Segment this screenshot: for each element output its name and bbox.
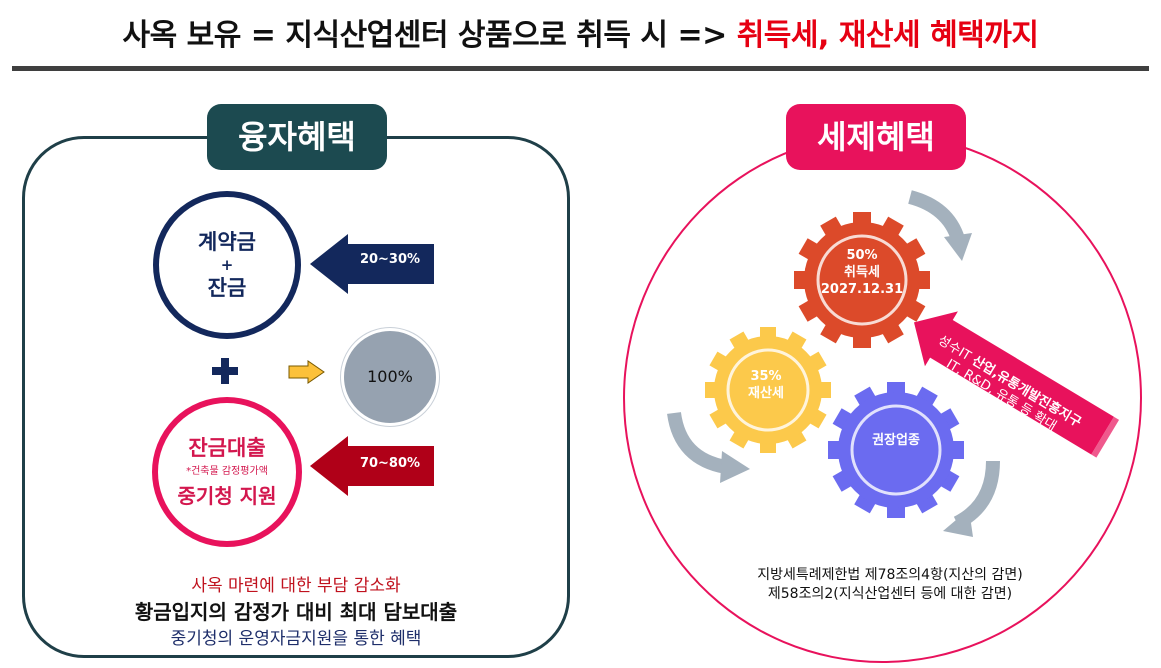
acquisition-tax-text: 50% 취득세 2027.12.31 xyxy=(810,247,914,298)
deposit-label: 계약금 xyxy=(198,230,256,254)
gear-icon-acquisition xyxy=(794,212,930,348)
deposit-circle: 계약금 + 잔금 xyxy=(153,191,301,339)
gear-icon-industry xyxy=(828,382,964,518)
right-arrow-icon xyxy=(288,360,325,384)
property-tax-text: 35% 재산세 xyxy=(726,368,806,402)
law-line-1: 지방세특례제한법 제78조의4항(지산의 감면) xyxy=(757,567,1023,583)
law-line-2: 제58조의2(지식산업센터 등에 대한 감면) xyxy=(767,586,1013,602)
header-divider xyxy=(12,66,1149,71)
curved-arrow-icon xyxy=(908,190,972,261)
acquisition-tax-rate: 50% xyxy=(846,248,878,263)
loan-note: *건축물 감정평가액 xyxy=(186,466,268,477)
industry-text: 권장업종 xyxy=(846,432,946,449)
loan-label: 잔금대출 xyxy=(188,436,266,460)
tax-tab: 세제혜택 xyxy=(786,104,966,170)
total-circle: 100% xyxy=(341,328,439,426)
finance-panel xyxy=(22,136,570,658)
acquisition-tax-label: 취득세 xyxy=(844,265,880,280)
loan-arrow-icon xyxy=(310,436,434,496)
curved-arrow-icon xyxy=(943,460,1000,537)
deposit-arrow-label: 20~30% xyxy=(359,252,421,267)
caption-line-1: 사옥 마련에 대한 부담 감소화 xyxy=(191,576,401,596)
property-tax-label: 재산세 xyxy=(748,386,784,401)
acquisition-tax-deadline: 2027.12.31 xyxy=(820,282,904,297)
title-main: 사옥 보유 = 지식산업센터 상품으로 취득 시 => xyxy=(122,18,737,53)
deposit-plus: + xyxy=(220,256,234,274)
page-title: 사옥 보유 = 지식산업센터 상품으로 취득 시 => 취득세, 재산세 혜택까… xyxy=(0,10,1161,54)
curved-arrow-icon xyxy=(667,411,750,483)
loan-support-label: 중기청 지원 xyxy=(177,484,277,508)
loan-arrow-label: 70~80% xyxy=(359,456,421,471)
title-highlight: 취득세, 재산세 혜택까지 xyxy=(736,18,1039,53)
deposit-arrow-icon xyxy=(310,234,434,294)
plus-icon xyxy=(212,358,238,384)
loan-circle: 잔금대출 *건축물 감정평가액 중기청 지원 xyxy=(152,397,302,547)
industry-label: 권장업종 xyxy=(872,433,920,448)
finance-tab: 융자혜택 xyxy=(207,104,387,170)
caption-line-3: 중기청의 운영자금지원을 통한 혜택 xyxy=(170,629,422,649)
gear-icon-property xyxy=(705,327,831,453)
caption-line-2: 황금입지의 감정가 대비 최대 담보대출 xyxy=(134,600,458,624)
balance-label: 잔금 xyxy=(207,276,247,300)
banner-arrow-icon xyxy=(913,311,1120,458)
property-tax-rate: 35% xyxy=(750,369,782,384)
